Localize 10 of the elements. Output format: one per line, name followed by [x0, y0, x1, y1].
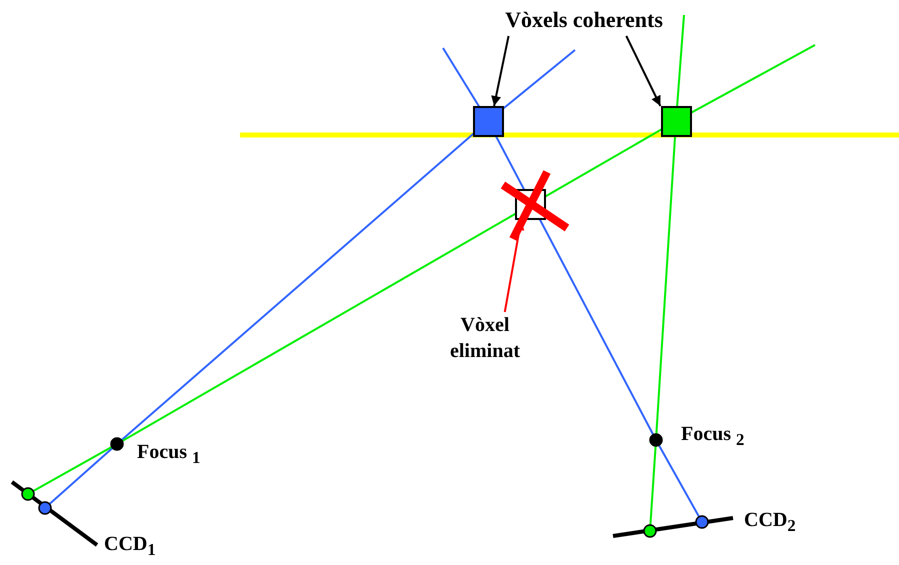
- text-label: CCD$_{1}$: [104, 533, 156, 560]
- voxel-square: [473, 106, 504, 137]
- arrow: [491, 36, 510, 106]
- text-label: Focus $_{2}$: [681, 423, 744, 450]
- annotation-text: Vòxels coherents: [492, 6, 676, 36]
- voxel-square: [661, 106, 692, 137]
- text-label: CCD$_{2}$: [744, 509, 796, 536]
- arrow: [625, 36, 662, 106]
- text-label: Focus $_{1}$: [137, 441, 200, 468]
- annotation-text: Vòxel eliminat: [440, 312, 530, 368]
